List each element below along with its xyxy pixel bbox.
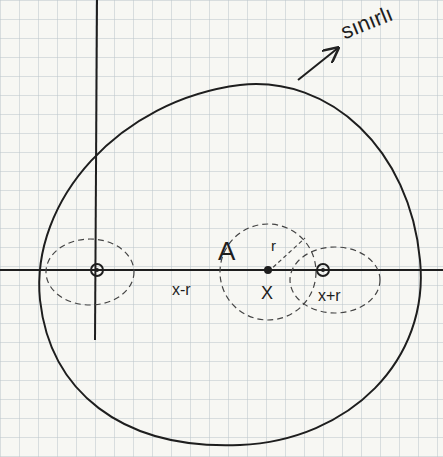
set-label: A: [218, 238, 235, 264]
point-dot: [321, 268, 325, 272]
neighborhood-circle: [46, 239, 134, 305]
x-axis: [0, 269, 443, 271]
radius-line: [268, 238, 305, 272]
point-label: x+r: [318, 288, 341, 304]
point-dot: [264, 266, 272, 274]
point-label: x-r: [172, 282, 191, 298]
radius-label: r: [271, 238, 276, 253]
point-label: X: [261, 284, 273, 302]
boundary-point: [317, 264, 329, 276]
neighborhood-circle: [290, 247, 380, 313]
boundary-point: [91, 264, 103, 276]
y-axis: [95, 0, 97, 340]
callout-arrow: [298, 48, 338, 80]
point-dot: [95, 268, 99, 272]
